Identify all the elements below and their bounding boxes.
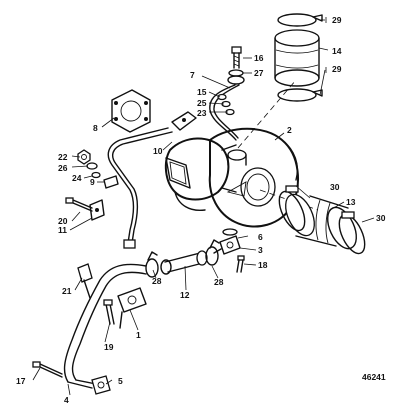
callout-14: 14 bbox=[332, 46, 342, 56]
callout-8: 8 bbox=[93, 123, 98, 133]
callout-12: 12 bbox=[180, 290, 190, 300]
callout-2: 2 bbox=[287, 125, 292, 135]
bracket-10 bbox=[171, 111, 197, 131]
washer-27 bbox=[227, 69, 245, 85]
bolt-17 bbox=[32, 361, 63, 378]
bolt-18 bbox=[236, 255, 245, 273]
callout-30-right: 30 bbox=[376, 213, 386, 223]
bracket-1 bbox=[117, 287, 147, 329]
callout-6: 6 bbox=[258, 232, 263, 242]
callout-10: 10 bbox=[153, 146, 163, 156]
centerline-guide bbox=[237, 79, 297, 149]
callout-4: 4 bbox=[64, 395, 69, 405]
callout-9: 9 bbox=[90, 177, 95, 187]
clamp-30-right bbox=[338, 211, 366, 255]
callout-27: 27 bbox=[254, 68, 264, 78]
callout-29-upper: 29 bbox=[332, 15, 342, 25]
drain-hose-12 bbox=[160, 250, 208, 275]
flange-5 bbox=[91, 375, 111, 395]
callout-11: 11 bbox=[58, 225, 67, 235]
callout-24: 24 bbox=[72, 173, 82, 183]
nut-washer-22-26-24 bbox=[77, 149, 101, 179]
callout-21: 21 bbox=[62, 286, 72, 296]
clamp-29-upper bbox=[277, 13, 323, 27]
callout-28-right: 28 bbox=[214, 277, 224, 287]
figure-number: 46241 bbox=[362, 372, 386, 382]
callout-26: 26 bbox=[58, 163, 68, 173]
clamp-29-lower bbox=[277, 88, 323, 102]
callout-25: 25 bbox=[197, 98, 207, 108]
callout-22: 22 bbox=[58, 152, 68, 162]
callout-5: 5 bbox=[118, 376, 123, 386]
drain-fitting-3-6 bbox=[213, 228, 241, 255]
fitting-21 bbox=[77, 263, 93, 299]
oil-tube-11 bbox=[107, 127, 173, 249]
callout-30-left: 30 bbox=[330, 182, 340, 192]
callout-17: 17 bbox=[16, 376, 26, 386]
callout-23: 23 bbox=[197, 108, 207, 118]
banjo-bolt-16 bbox=[231, 46, 242, 69]
drain-tube-4 bbox=[63, 263, 147, 389]
hose-14 bbox=[274, 29, 320, 87]
callout-28-left: 28 bbox=[152, 276, 162, 286]
callout-15: 15 bbox=[197, 87, 207, 97]
callout-20: 20 bbox=[58, 216, 68, 226]
gasket-8 bbox=[111, 89, 151, 133]
callout-1: 1 bbox=[136, 330, 141, 340]
clamp-28-right bbox=[205, 239, 220, 266]
turbocharger bbox=[164, 127, 299, 228]
oil-supply-line-7 bbox=[209, 84, 240, 141]
callout-19: 19 bbox=[104, 342, 114, 352]
callout-13: 13 bbox=[346, 197, 356, 207]
clip-9 bbox=[103, 175, 119, 189]
bolt-19 bbox=[103, 299, 115, 325]
callout-7: 7 bbox=[190, 70, 195, 80]
fittings-15-25-23 bbox=[217, 93, 235, 116]
clamp-30-left bbox=[278, 185, 306, 232]
hose-13 bbox=[285, 193, 358, 250]
bracket-clamp-11 bbox=[89, 199, 105, 221]
callout-3: 3 bbox=[258, 245, 263, 255]
clamp-28-left bbox=[145, 251, 159, 278]
callout-16: 16 bbox=[254, 53, 264, 63]
callout-29-lower: 29 bbox=[332, 64, 342, 74]
bolt-20 bbox=[65, 197, 93, 212]
callout-18: 18 bbox=[258, 260, 268, 270]
leader-lines bbox=[32, 19, 375, 396]
